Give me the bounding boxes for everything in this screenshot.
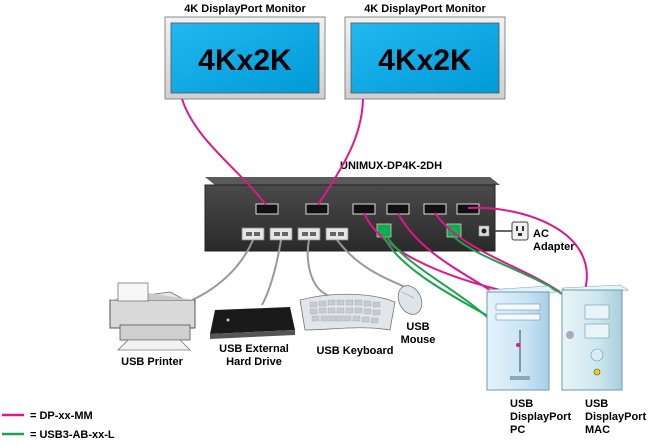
usb-port-2: [269, 227, 293, 241]
dp-port-out-2: [305, 203, 329, 215]
kvm-switch: [204, 177, 500, 252]
dp-port-mac-2: [456, 203, 480, 215]
device-name: UNIMUX-DP4K-2DH: [340, 160, 442, 172]
legend-label-dp: = DP-xx-MM: [30, 410, 93, 422]
mac-label-line2: DisplayPort: [585, 411, 646, 423]
ac-adapter: [489, 221, 529, 241]
monitor-2-label: 4K DisplayPort Monitor: [364, 3, 486, 15]
mac-label-line1: USB: [585, 398, 608, 410]
pc-label-line3: PC: [510, 424, 525, 436]
pc-label-line1: USB: [510, 398, 533, 410]
ac-adapter-label-line1: AC: [533, 228, 549, 240]
legend-label-usb: = USB3-AB-xx-L: [30, 429, 115, 441]
mouse-label-line1: USB: [406, 321, 429, 333]
printer-label: USB Printer: [121, 356, 183, 368]
usb-port-4: [325, 227, 349, 241]
monitor-2-screen-text: 4Kx2K: [378, 44, 472, 77]
dp-port-pc-2: [386, 203, 410, 215]
dp-port-out-1: [255, 203, 279, 215]
mouse-icon: [397, 285, 423, 315]
dp-port-pc-1: [352, 203, 376, 215]
dp-port-mac-1: [423, 203, 447, 215]
keyboard-icon: [299, 293, 396, 331]
legend: = DP-xx-MM = USB3-AB-xx-L: [2, 410, 115, 441]
hard-drive-label-line2: Hard Drive: [226, 356, 282, 368]
hard-drive-icon: [210, 307, 295, 339]
pc-tower-icon: [486, 285, 557, 391]
keyboard-label: USB Keyboard: [316, 345, 393, 357]
monitor-1-label: 4K DisplayPort Monitor: [184, 3, 306, 15]
pc-label-line2: DisplayPort: [510, 411, 571, 423]
ac-adapter-label-line2: Adapter: [533, 241, 575, 253]
hard-drive-label-line1: USB External: [219, 343, 289, 355]
usb-port-3: [297, 227, 321, 241]
peripheral-cables: [187, 239, 406, 306]
mouse-label-line2: Mouse: [401, 334, 436, 346]
printer-icon: [109, 282, 196, 351]
mac-label-line3: MAC: [585, 424, 610, 436]
monitor-1: 4Kx2K: [164, 16, 326, 100]
monitor-1-screen-text: 4Kx2K: [198, 44, 292, 77]
usb-port-1: [241, 227, 265, 241]
mac-tower-icon: [561, 284, 629, 391]
monitor-2: 4Kx2K: [344, 16, 506, 100]
